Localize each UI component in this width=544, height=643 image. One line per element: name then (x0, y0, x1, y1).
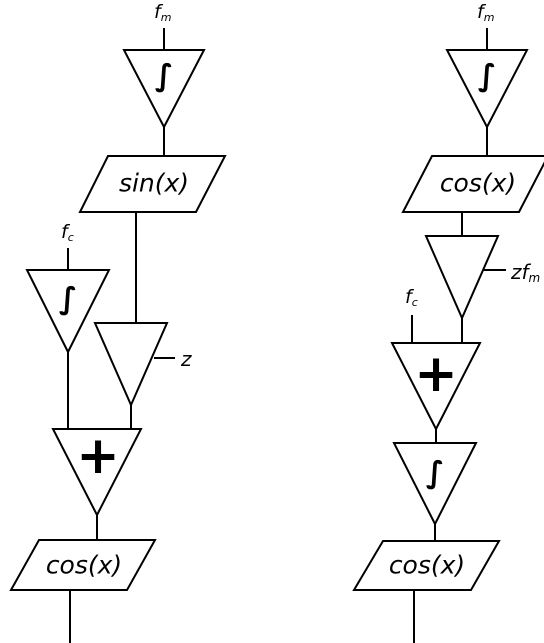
left-fm-label: fm (154, 1, 171, 24)
left-fc-integrator-symbol: ∫ (59, 282, 77, 317)
left-gain-label: z (180, 347, 192, 371)
left-gain (93, 322, 169, 408)
right-top-integrator-symbol: ∫ (478, 59, 496, 94)
right-adder-symbol: + (414, 344, 458, 404)
right-bottom-integrator-symbol: ∫ (426, 456, 444, 491)
right-bottom-integrator (392, 442, 478, 527)
left-sin-box (78, 155, 227, 213)
left-fc-label: fc (61, 221, 74, 244)
right-cos-bottom-label: cos(x) (389, 551, 465, 580)
right-chain: fm ∫ cos(x) zfm fc + ∫ cos(x) (352, 1, 544, 643)
right-cos-top-label: cos(x) (440, 169, 516, 198)
left-chain: fm ∫ sin(x) fc ∫ z + cos(x) (9, 1, 227, 643)
right-fm-label: fm (477, 1, 494, 24)
left-cos-label: cos(x) (46, 551, 122, 580)
left-adder-symbol: + (76, 426, 120, 486)
right-cos-top-box (401, 155, 544, 213)
left-top-integrator-symbol: ∫ (155, 59, 173, 94)
left-top-integrator (122, 49, 206, 130)
right-fc-label: fc (405, 286, 418, 309)
right-adder (390, 342, 482, 432)
right-cos-bottom-box (352, 540, 501, 591)
left-cos-box (9, 539, 157, 591)
left-fc-integrator (25, 269, 111, 355)
right-top-integrator (445, 49, 529, 130)
left-sin-label: sin(x) (119, 169, 189, 198)
right-gain (424, 235, 500, 321)
left-adder (51, 428, 143, 518)
right-gain-label: zfm (510, 260, 540, 285)
